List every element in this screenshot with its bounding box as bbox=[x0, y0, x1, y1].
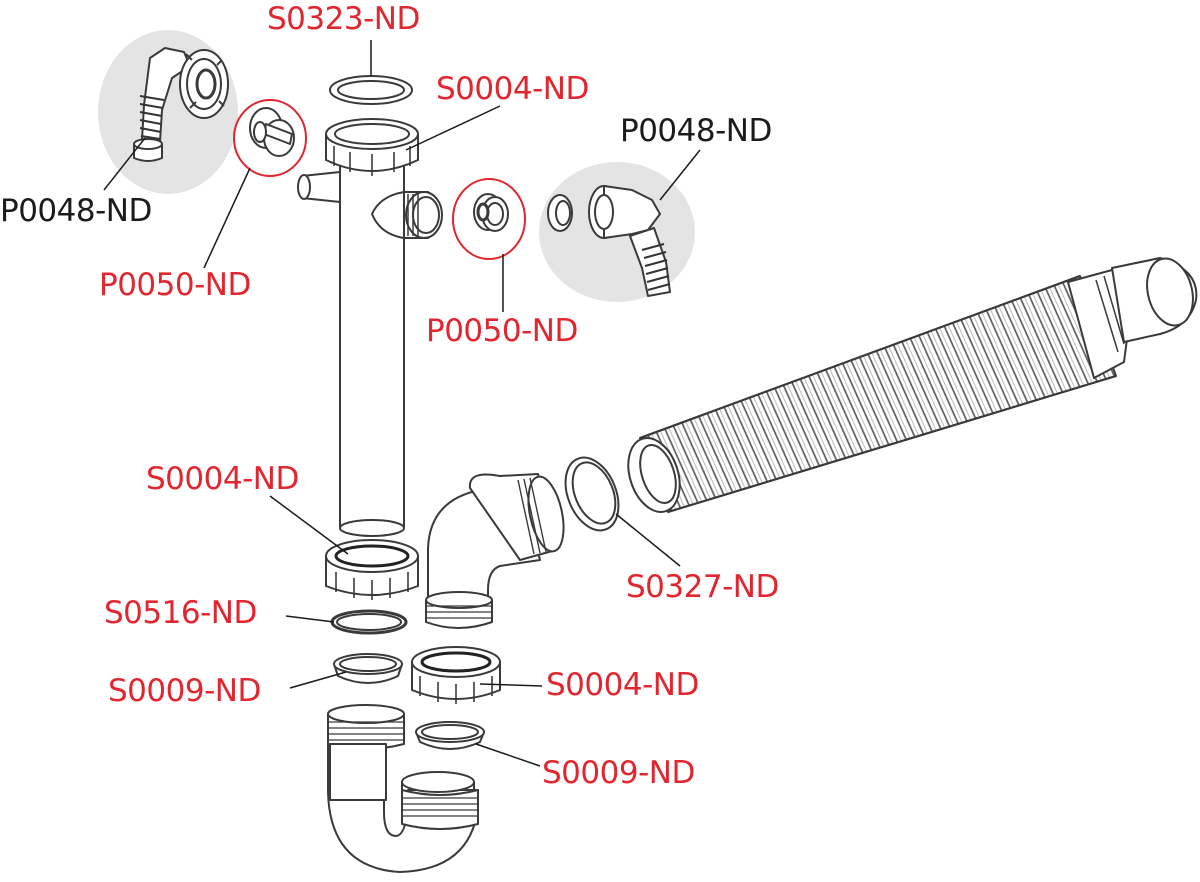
label-p0050-right: P0050-ND bbox=[426, 313, 578, 349]
red-marker-ring-right bbox=[452, 178, 526, 260]
label-s0009-left: S0009-ND bbox=[108, 673, 261, 709]
corrugated-hose bbox=[627, 257, 1198, 513]
label-s0323-top: S0323-ND bbox=[267, 1, 420, 37]
connector-elbow-left bbox=[133, 47, 229, 162]
elbow-connector bbox=[425, 473, 565, 629]
u-trap bbox=[327, 704, 479, 873]
label-s0004-top: S0004-ND bbox=[436, 71, 589, 107]
label-p0048-right: P0048-ND bbox=[620, 113, 772, 149]
connector-elbow-right bbox=[547, 185, 671, 297]
gasket-s0323 bbox=[329, 75, 413, 105]
washer-s0009-left bbox=[333, 653, 403, 684]
plug-ring-right bbox=[473, 193, 509, 232]
vertical-standpipe bbox=[297, 159, 443, 537]
oring-s0516 bbox=[330, 609, 408, 635]
label-s0009-right: S0009-ND bbox=[542, 755, 695, 791]
nut-s0004-bottom bbox=[411, 646, 501, 704]
washer-s0009-right bbox=[415, 721, 485, 750]
label-p0048-left: P0048-ND bbox=[0, 193, 152, 229]
red-marker-ring-left bbox=[233, 99, 307, 177]
label-p0050-left: P0050-ND bbox=[99, 267, 251, 303]
leader-lines bbox=[103, 40, 701, 767]
label-s0004-bottom: S0004-ND bbox=[546, 667, 699, 703]
nut-s0004-mid bbox=[325, 539, 419, 600]
nut-s0004-top bbox=[325, 118, 419, 176]
gasket-s0327 bbox=[564, 456, 620, 532]
label-s0004-mid: S0004-ND bbox=[146, 461, 299, 497]
label-s0327: S0327-ND bbox=[626, 569, 779, 605]
label-s0516: S0516-ND bbox=[104, 595, 257, 631]
plug-cap-left bbox=[249, 107, 295, 157]
